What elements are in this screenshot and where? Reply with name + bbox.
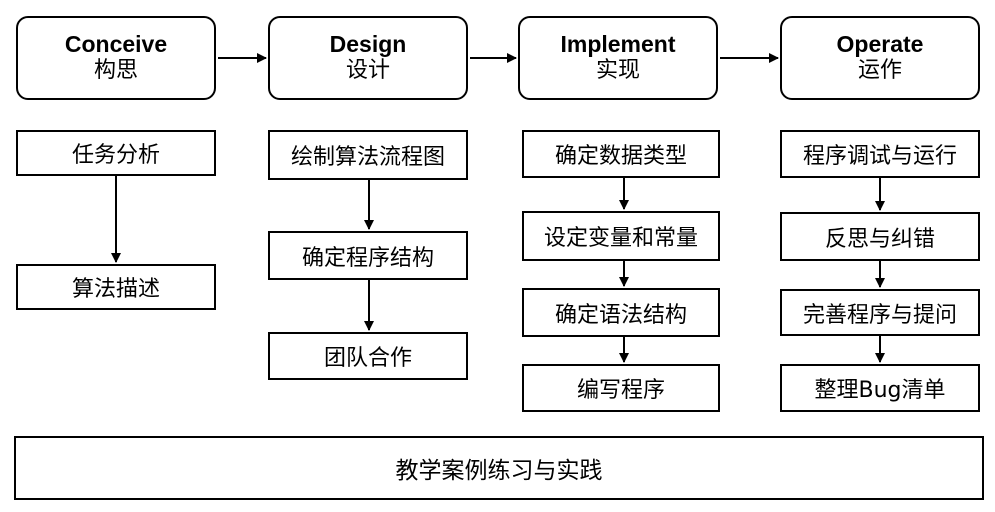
phase-conceive-zh: 构思 bbox=[93, 58, 138, 83]
step-determine-data-type: 确定数据类型 bbox=[522, 130, 720, 178]
step-bug-list: 整理Bug清单 bbox=[780, 364, 980, 412]
phase-implement-en: Implement bbox=[560, 31, 676, 57]
phase-operate: Operate 运作 bbox=[780, 16, 980, 100]
phase-design-en: Design bbox=[329, 31, 407, 57]
step-reflect-correct: 反思与纠错 bbox=[780, 212, 980, 261]
phase-operate-en: Operate bbox=[836, 31, 924, 57]
step-improve-ask: 完善程序与提问 bbox=[780, 289, 980, 336]
step-determine-syntax: 确定语法结构 bbox=[522, 288, 720, 337]
step-algorithm-description: 算法描述 bbox=[16, 264, 216, 310]
phase-operate-zh: 运作 bbox=[857, 58, 902, 83]
step-debug-run: 程序调试与运行 bbox=[780, 130, 980, 178]
step-write-program: 编写程序 bbox=[522, 364, 720, 412]
step-task-analysis: 任务分析 bbox=[16, 130, 216, 176]
phase-design: Design 设计 bbox=[268, 16, 468, 100]
phase-implement: Implement 实现 bbox=[518, 16, 718, 100]
phase-conceive-en: Conceive bbox=[64, 31, 168, 57]
footer-practice-bar: 教学案例练习与实践 bbox=[14, 436, 984, 500]
phase-design-zh: 设计 bbox=[345, 58, 390, 83]
step-draw-flowchart: 绘制算法流程图 bbox=[268, 130, 468, 180]
step-determine-structure: 确定程序结构 bbox=[268, 231, 468, 280]
phase-conceive: Conceive 构思 bbox=[16, 16, 216, 100]
step-set-variables: 设定变量和常量 bbox=[522, 211, 720, 261]
phase-implement-zh: 实现 bbox=[595, 58, 640, 83]
step-teamwork: 团队合作 bbox=[268, 332, 468, 380]
